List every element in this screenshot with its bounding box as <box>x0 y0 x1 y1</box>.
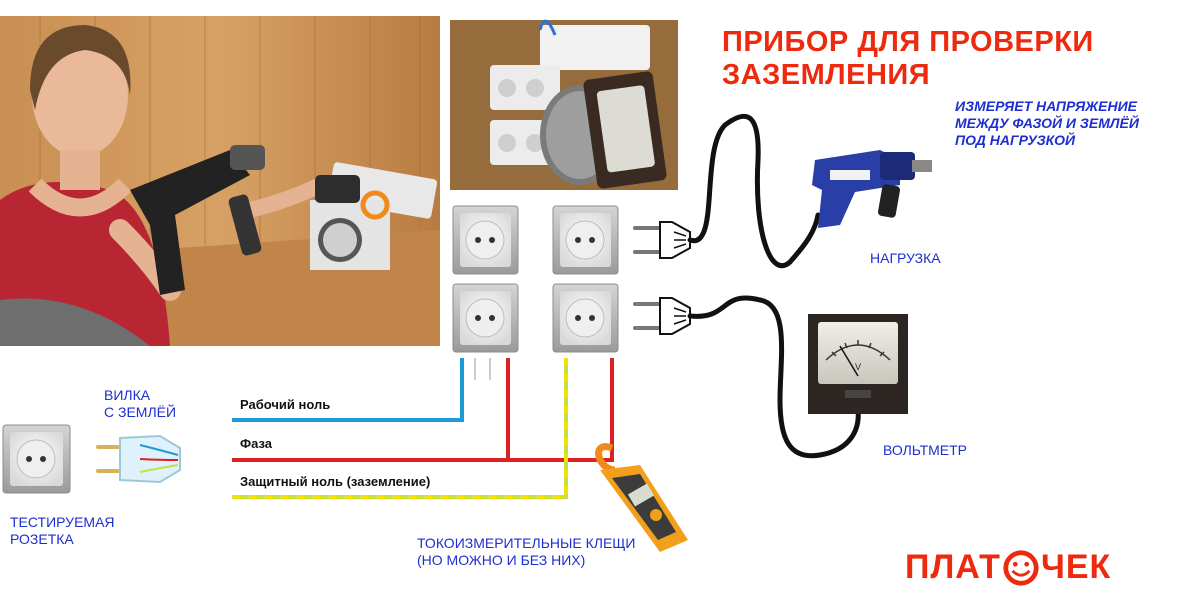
plug-icon <box>633 297 691 335</box>
wire-label-neutral: Рабочий ноль <box>240 397 331 412</box>
title-line-2: ЗАЗЕМЛЕНИЯ <box>722 59 931 91</box>
wire-label-phase: Фаза <box>240 436 273 451</box>
socket-block <box>452 205 619 353</box>
drill-icon <box>812 150 932 228</box>
voltmeter-label: ВОЛЬТМЕТР <box>883 442 968 458</box>
wall-socket <box>452 205 519 275</box>
page-title: ПРИБОР ДЛЯ ПРОВЕРКИ ЗАЗЕМЛЕНИЯ <box>722 26 1094 92</box>
load-label: НАГРУЗКА <box>870 250 941 266</box>
logo-text-right: ЧЕК <box>1040 548 1112 586</box>
clamp-meter-icon <box>595 443 688 552</box>
subtitle-line-2: МЕЖДУ ФАЗОЙ И ЗЕМЛЁЙ <box>955 115 1139 131</box>
subtitle: ИЗМЕРЯЕТ НАПРЯЖЕНИЕ МЕЖДУ ФАЗОЙ И ЗЕМЛЁЙ… <box>955 98 1139 149</box>
subtitle-line-1: ИЗМЕРЯЕТ НАПРЯЖЕНИЕ <box>955 98 1138 114</box>
wall-socket <box>452 283 519 353</box>
plug-label-line-1: ВИЛКА <box>104 387 151 403</box>
tested-socket-label-line-1: ТЕСТИРУЕМАЯ <box>10 514 115 530</box>
brand-logo: ПЛАТ ЧЕК <box>905 548 1111 587</box>
cable-to-voltmeter <box>687 295 861 459</box>
clamp-label-line-1: ТОКОИЗМЕРИТЕЛЬНЫЕ КЛЕЩИ <box>417 535 636 551</box>
plug-label-line-2: С ЗЕМЛЁЙ <box>104 404 177 420</box>
tested-socket-label-line-2: РОЗЕТКА <box>10 531 74 547</box>
tested-socket-label: ТЕСТИРУЕМАЯ РОЗЕТКА <box>10 514 115 548</box>
svg-text:V: V <box>855 362 861 372</box>
logo-text-left: ПЛАТ <box>905 548 1001 586</box>
smiley-face-icon <box>1003 549 1039 586</box>
subtitle-line-3: ПОД НАГРУЗКОЙ <box>955 132 1076 148</box>
tested-socket-icon <box>2 424 71 494</box>
grounded-plug-icon <box>96 434 181 484</box>
voltmeter-icon: V <box>808 314 908 414</box>
clamp-label: ТОКОИЗМЕРИТЕЛЬНЫЕ КЛЕЩИ (НО МОЖНО И БЕЗ … <box>417 535 635 569</box>
wire-neutral <box>232 358 464 422</box>
wire-label-ground: Защитный ноль (заземление) <box>240 474 431 489</box>
title-line-1: ПРИБОР ДЛЯ ПРОВЕРКИ <box>722 26 1094 58</box>
photo-person-with-drill <box>0 16 440 346</box>
photo-test-device <box>450 19 678 190</box>
clamp-label-line-2: (НО МОЖНО И БЕЗ НИХ) <box>417 552 586 568</box>
plug-label: ВИЛКА С ЗЕМЛЁЙ <box>104 387 176 421</box>
wall-socket <box>552 205 619 275</box>
wire-ground <box>232 358 568 499</box>
wire-phase <box>232 358 614 462</box>
white-wire-stubs <box>474 358 491 380</box>
wall-socket <box>552 283 619 353</box>
plug-icon <box>633 221 691 259</box>
cable-to-drill <box>687 113 821 269</box>
